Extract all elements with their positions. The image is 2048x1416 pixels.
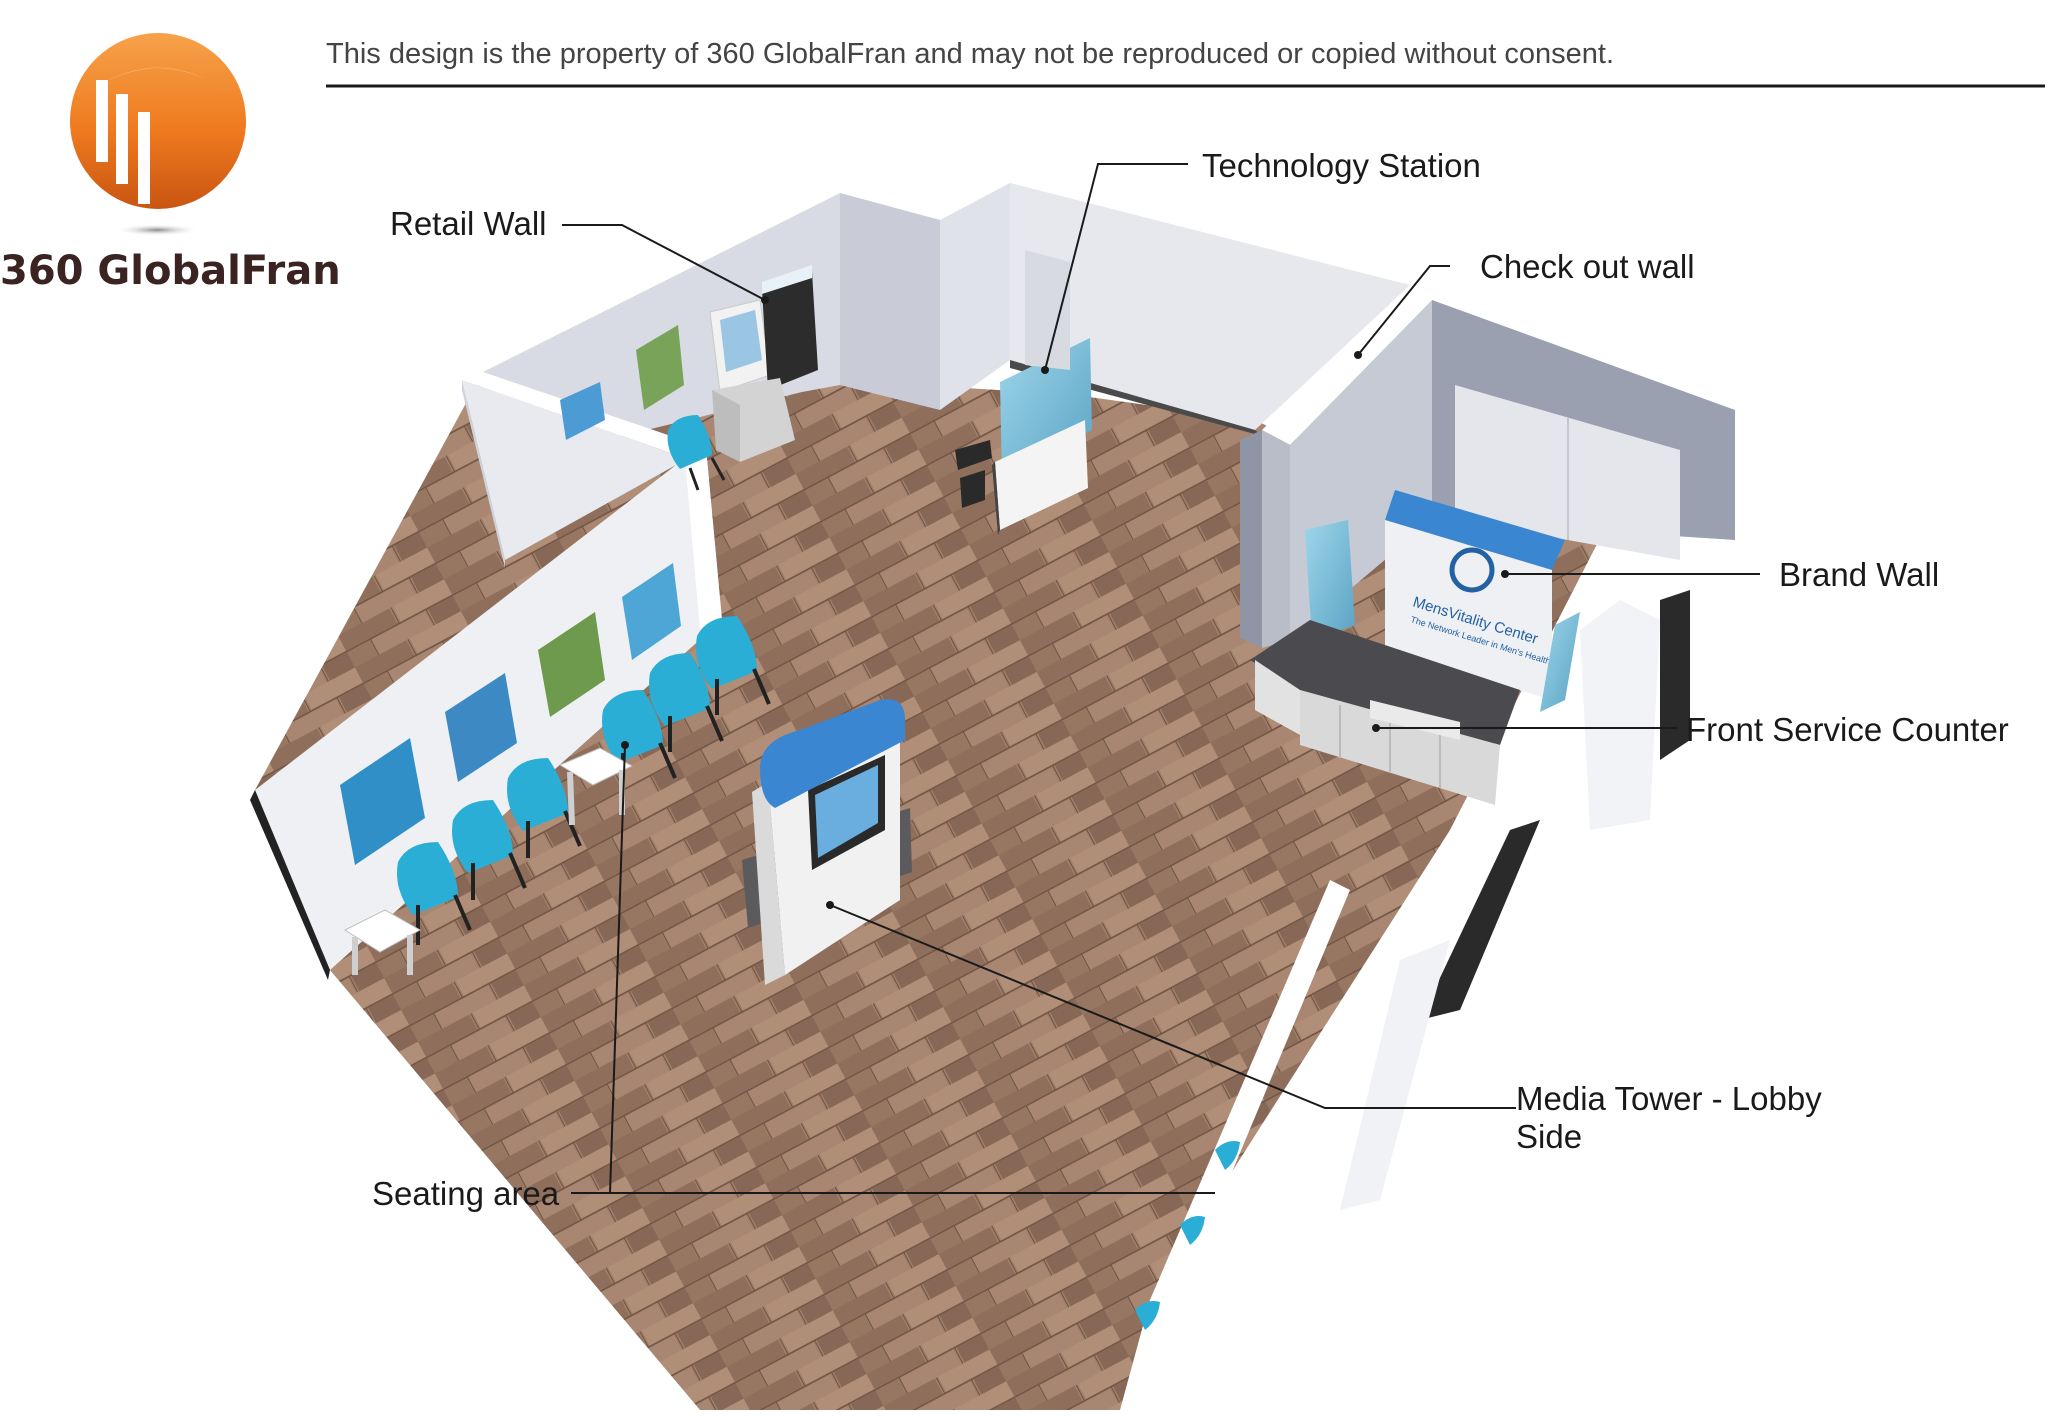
- chair: [667, 415, 726, 491]
- chair: [397, 842, 472, 945]
- wall-art-icon: [340, 738, 425, 865]
- side-table: [558, 747, 634, 786]
- wall-art-icon: [445, 673, 517, 782]
- copyright-notice: This design is the property of 360 Globa…: [326, 38, 1614, 70]
- front-service-counter: [1250, 620, 1520, 805]
- label-retail-wall: Retail Wall: [390, 205, 546, 242]
- leader-lines: [562, 163, 1760, 1194]
- chair: [452, 800, 527, 900]
- side-table: [343, 909, 422, 953]
- brand-wall: MensVitality Center The Network Leader i…: [1305, 490, 1580, 712]
- logo-bar-icon: [96, 80, 108, 162]
- lower-right-chairs: [1135, 1141, 1240, 1330]
- label-media-tower: Media Tower - Lobby: [1516, 1080, 1822, 1117]
- wall-art-icon: [560, 382, 605, 440]
- label-technology-station: Technology Station: [1202, 147, 1481, 184]
- logo-bar-icon: [116, 94, 128, 184]
- logo-bar-icon: [138, 112, 150, 204]
- brand-logo-icon: [1449, 547, 1495, 593]
- label-seating-area: Seating area: [372, 1175, 560, 1212]
- wall-artwork: [340, 325, 684, 865]
- logo: 360 GlobalFran: [0, 33, 341, 294]
- chair: [507, 758, 582, 858]
- retail-wall-fixture: [709, 265, 818, 462]
- seating-area-chairs: [343, 415, 771, 975]
- logo-orb-icon: [70, 33, 246, 209]
- wall-art-icon: [538, 612, 605, 717]
- chair: [696, 616, 771, 715]
- label-check-out-wall: Check out wall: [1480, 248, 1695, 285]
- technology-station: [955, 250, 1092, 535]
- label-brand-wall: Brand Wall: [1779, 556, 1939, 593]
- right-wall-segments: [1150, 395, 1760, 1320]
- label-front-service-counter: Front Service Counter: [1686, 711, 2009, 748]
- wall-art-icon: [636, 325, 684, 410]
- media-tower: [742, 699, 912, 985]
- label-media-tower-line2: Side: [1516, 1118, 1582, 1155]
- wall-art-icon: [622, 563, 681, 660]
- logo-text: 360 GlobalFran: [0, 248, 341, 294]
- chair: [649, 653, 724, 752]
- callout-labels: Retail Wall Technology Station Check out…: [372, 147, 2009, 1212]
